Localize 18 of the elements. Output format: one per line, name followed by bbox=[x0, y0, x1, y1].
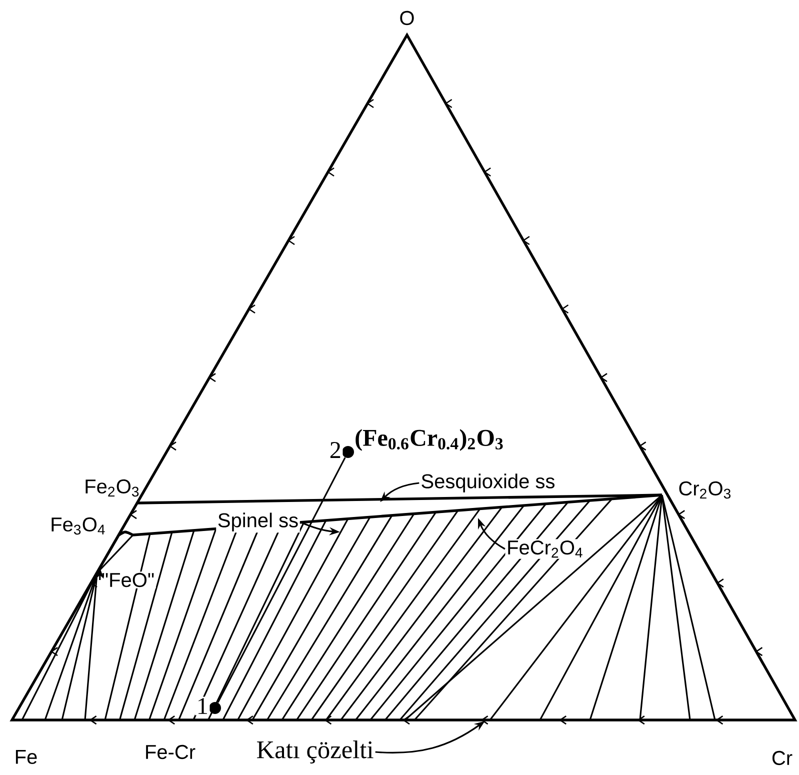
composition-point bbox=[342, 446, 354, 458]
composition-point bbox=[209, 702, 221, 714]
phase-label: "FeO" bbox=[100, 572, 156, 588]
point-number: 2 bbox=[328, 440, 343, 460]
axis-label: Fe$_{2}$O$_{3}$ bbox=[86, 479, 139, 497]
axis-label: Cr$_{2}$O$_{3}$ bbox=[679, 481, 730, 499]
phase-label: Katı çözelti bbox=[254, 739, 376, 765]
axis-label: Fe$_{3}$O$_{4}$ bbox=[52, 517, 105, 535]
point-number: 1 bbox=[195, 696, 210, 716]
axis-label: O bbox=[400, 10, 414, 26]
phase-label: Sesquioxide ss bbox=[419, 472, 557, 494]
phase-label: Spinel ss bbox=[216, 511, 300, 533]
formula-label: (Fe$_{0.6}$Cr$_{0.4}$)$_{2}$O$_{3}$ bbox=[356, 429, 503, 451]
phase-label: FeCr$_{2}$O$_{4}$ bbox=[505, 539, 585, 559]
axis-label: Cr bbox=[772, 750, 792, 766]
axis-label: Fe bbox=[16, 750, 37, 764]
axis-label: Fe-Cr bbox=[146, 744, 196, 760]
connecting-line bbox=[217, 457, 346, 703]
